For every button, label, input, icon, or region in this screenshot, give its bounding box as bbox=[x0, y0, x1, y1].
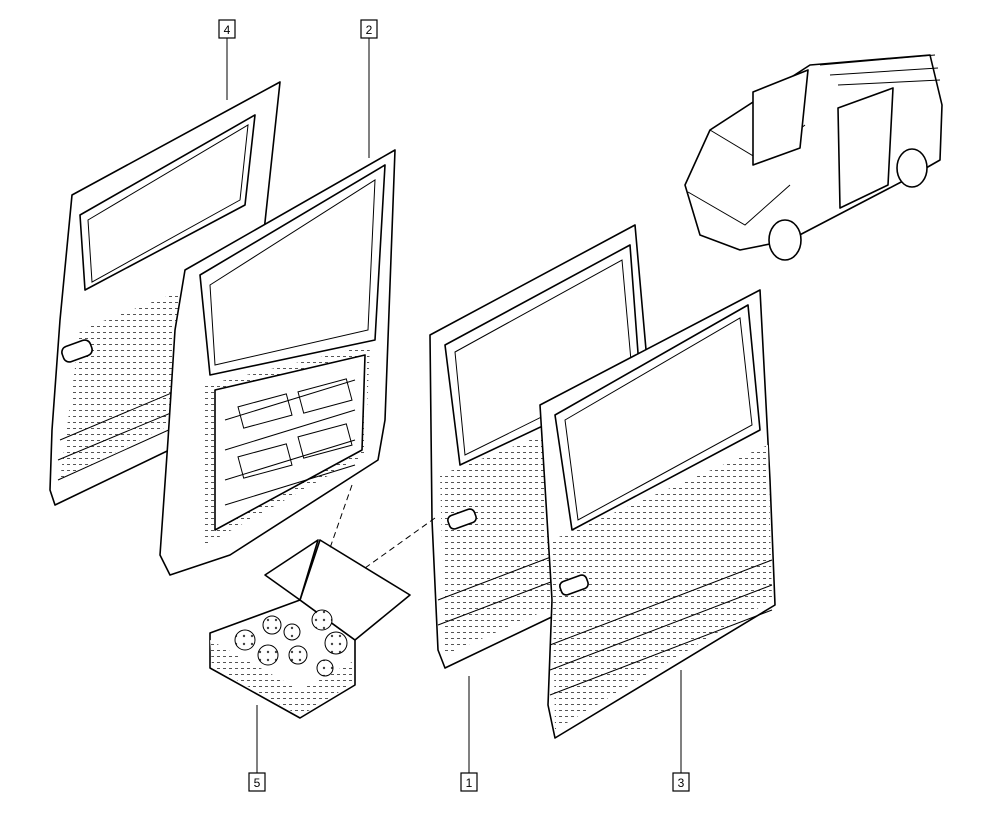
callout-3-label: 3 bbox=[678, 776, 685, 790]
sliding-door-right bbox=[539, 289, 776, 739]
callout-4: 4 bbox=[218, 19, 236, 39]
callout-1: 1 bbox=[460, 772, 478, 792]
van-reference-illustration bbox=[684, 54, 943, 261]
callout-2: 2 bbox=[360, 19, 378, 39]
callout-3: 3 bbox=[672, 772, 690, 792]
assembly-dashed-line-right bbox=[364, 517, 436, 569]
callout-2-label: 2 bbox=[366, 23, 373, 37]
door-panel-outer-left bbox=[49, 81, 281, 506]
callout-5: 5 bbox=[248, 772, 266, 792]
callout-4-label: 4 bbox=[224, 23, 231, 37]
door-inner-frame bbox=[159, 149, 396, 576]
clip-kit-box bbox=[209, 539, 411, 719]
assembly-dashed-line-left bbox=[329, 484, 353, 549]
callout-1-label: 1 bbox=[466, 776, 473, 790]
callout-5-label: 5 bbox=[254, 776, 261, 790]
